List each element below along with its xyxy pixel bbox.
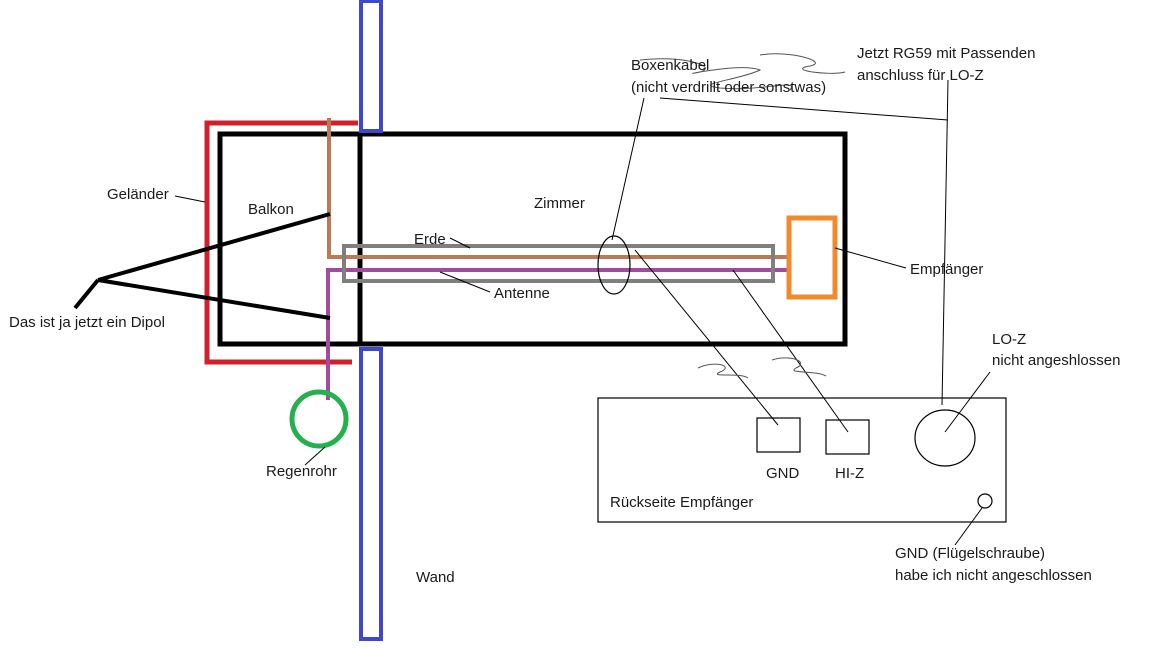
scribble-hiz [771,357,827,377]
label-boxenkabel-1: Boxenkabel [631,57,709,74]
label-wand: Wand [416,569,455,586]
leader-empfaenger [834,247,907,269]
leader-cable-to-gnd [634,249,779,426]
wall-lower [359,347,383,641]
dipole [73,212,331,320]
leader-cable-to-hiz [732,269,849,433]
cable-sheath [342,244,775,283]
railing [204,120,358,365]
leader-boxenkabel-right [659,97,949,121]
label-dipol: Das ist ja jetzt ein Dipol [9,314,165,331]
leader-rg59 [941,79,949,406]
dipole-feed-stub [73,278,100,310]
label-erde: Erde [414,231,446,248]
leader-regenrohr [304,446,326,466]
gnd-terminal [756,417,801,453]
label-antenne: Antenne [494,285,550,302]
leader-erde [449,237,471,249]
scribble-boxenkabel-2 [759,53,846,74]
wall-upper [359,0,383,133]
label-gnd: GND [766,465,800,482]
cable-marker-ellipse [597,235,631,295]
room-outline [357,131,848,347]
label-loz-2: nicht angeshlossen [992,352,1120,369]
label-loz-1: LO-Z [992,331,1026,348]
leader-gelaender [174,195,206,203]
label-empfaenger: Empfänger [910,261,983,278]
earth-wire [327,118,790,259]
leader-gnd-screw [954,507,983,546]
receiver-box [786,215,838,300]
dipole-arm-lower [97,278,331,320]
receiver-back-panel [597,397,1007,523]
dipole-arm-upper [97,212,331,282]
gnd-wing-screw [977,493,993,509]
scribble-gnd [697,363,749,379]
label-gelaender: Geländer [107,186,169,203]
label-zimmer: Zimmer [534,195,585,212]
label-hiz: HI-Z [835,465,864,482]
scribble-boxenkabel [639,58,793,91]
annotation-lines [174,79,991,546]
downpipe-circle [289,389,349,449]
label-rg59-1: Jetzt RG59 mit Passenden [857,45,1035,62]
label-regenrohr: Regenrohr [266,463,337,480]
label-rg59-2: anschluss für LO-Z [857,67,984,84]
label-boxenkabel-2: (nicht verdrillt oder sonstwas) [631,79,826,96]
label-gnd-screw-1: GND (Flügelschraube) [895,545,1045,562]
loz-socket [914,409,976,467]
label-gnd-screw-2: habe ich nicht angeschlossen [895,567,1092,584]
scribbles [639,53,846,379]
hiz-terminal [825,419,870,455]
leader-antenne [439,271,491,293]
label-rueckseite: Rückseite Empfänger [610,494,753,511]
antenna-wire [326,268,790,400]
railing-line [204,120,358,365]
receiver-back-outline [597,397,1007,523]
leader-loz [944,371,991,433]
leader-boxenkabel-left [611,97,645,241]
label-balkon: Balkon [248,201,294,218]
